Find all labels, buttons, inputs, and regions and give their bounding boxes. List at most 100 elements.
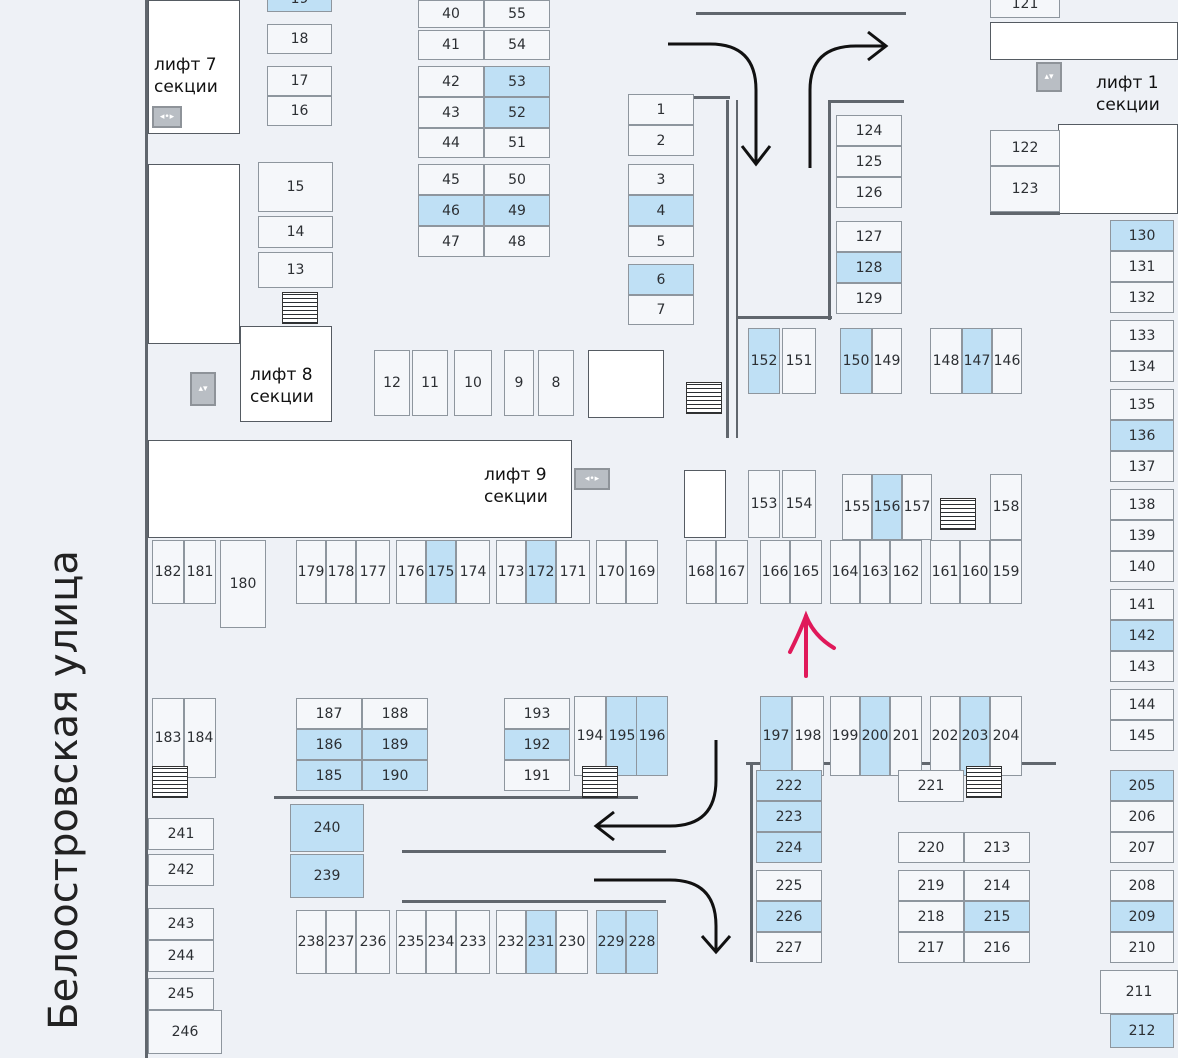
parking-spot-160[interactable]: 160 [960, 540, 990, 604]
parking-spot-41[interactable]: 41 [418, 30, 484, 60]
parking-spot-144[interactable]: 144 [1110, 689, 1174, 720]
parking-spot-18[interactable]: 18 [267, 24, 332, 54]
parking-spot-167[interactable]: 167 [716, 540, 748, 604]
parking-spot-123[interactable]: 123 [990, 166, 1060, 212]
parking-spot-218[interactable]: 218 [898, 901, 964, 932]
parking-spot-40[interactable]: 40 [418, 0, 484, 28]
parking-spot-146[interactable]: 146 [992, 328, 1022, 394]
parking-spot-8[interactable]: 8 [538, 350, 574, 416]
parking-spot-228[interactable]: 228 [626, 910, 658, 974]
parking-spot-216[interactable]: 216 [964, 932, 1030, 963]
parking-spot-233[interactable]: 233 [456, 910, 490, 974]
parking-spot-145[interactable]: 145 [1110, 720, 1174, 751]
parking-spot-241[interactable]: 241 [148, 818, 214, 850]
parking-spot-147[interactable]: 147 [962, 328, 992, 394]
parking-spot-213[interactable]: 213 [964, 832, 1030, 863]
parking-spot-215[interactable]: 215 [964, 901, 1030, 932]
parking-spot-201[interactable]: 201 [890, 696, 922, 776]
parking-spot-151[interactable]: 151 [782, 328, 816, 394]
parking-spot-238[interactable]: 238 [296, 910, 326, 974]
parking-spot-10[interactable]: 10 [454, 350, 492, 416]
parking-spot-189[interactable]: 189 [362, 729, 428, 760]
parking-spot-180[interactable]: 180 [220, 540, 266, 628]
parking-spot-200[interactable]: 200 [860, 696, 890, 776]
parking-spot-203[interactable]: 203 [960, 696, 990, 776]
parking-spot-153[interactable]: 153 [748, 470, 780, 538]
parking-spot-3[interactable]: 3 [628, 164, 694, 195]
parking-spot-236[interactable]: 236 [356, 910, 390, 974]
parking-spot-1[interactable]: 1 [628, 94, 694, 125]
parking-spot-9[interactable]: 9 [504, 350, 534, 416]
parking-spot-129[interactable]: 129 [836, 283, 902, 314]
parking-spot-124[interactable]: 124 [836, 115, 902, 146]
parking-spot-195[interactable]: 195 [606, 696, 638, 776]
parking-spot-204[interactable]: 204 [990, 696, 1022, 776]
parking-spot-134[interactable]: 134 [1110, 351, 1174, 382]
parking-spot-193[interactable]: 193 [504, 698, 570, 729]
parking-spot-245[interactable]: 245 [148, 978, 214, 1010]
parking-spot-140[interactable]: 140 [1110, 551, 1174, 582]
parking-spot-179[interactable]: 179 [296, 540, 326, 604]
parking-spot-6[interactable]: 6 [628, 264, 694, 295]
parking-spot-170[interactable]: 170 [596, 540, 626, 604]
parking-spot-175[interactable]: 175 [426, 540, 456, 604]
parking-spot-177[interactable]: 177 [356, 540, 390, 604]
parking-spot-192[interactable]: 192 [504, 729, 570, 760]
parking-spot-139[interactable]: 139 [1110, 520, 1174, 551]
parking-spot-5[interactable]: 5 [628, 226, 694, 257]
parking-spot-211[interactable]: 211 [1100, 970, 1178, 1014]
parking-spot-226[interactable]: 226 [756, 901, 822, 932]
parking-spot-16[interactable]: 16 [267, 96, 332, 126]
parking-spot-121[interactable]: 121 [990, 0, 1060, 18]
parking-spot-149[interactable]: 149 [872, 328, 902, 394]
parking-spot-224[interactable]: 224 [756, 832, 822, 863]
parking-spot-137[interactable]: 137 [1110, 451, 1174, 482]
parking-spot-126[interactable]: 126 [836, 177, 902, 208]
parking-spot-165[interactable]: 165 [790, 540, 822, 604]
parking-spot-46[interactable]: 46 [418, 195, 484, 226]
parking-spot-161[interactable]: 161 [930, 540, 960, 604]
parking-spot-14[interactable]: 14 [258, 216, 333, 248]
parking-spot-156[interactable]: 156 [872, 474, 902, 540]
parking-spot-197[interactable]: 197 [760, 696, 792, 776]
parking-spot-186[interactable]: 186 [296, 729, 362, 760]
parking-spot-209[interactable]: 209 [1110, 901, 1174, 932]
parking-spot-231[interactable]: 231 [526, 910, 556, 974]
parking-spot-221[interactable]: 221 [898, 770, 964, 802]
parking-spot-17[interactable]: 17 [267, 66, 332, 96]
parking-spot-152[interactable]: 152 [748, 328, 780, 394]
parking-spot-246[interactable]: 246 [148, 1010, 222, 1054]
parking-spot-157[interactable]: 157 [902, 474, 932, 540]
parking-spot-230[interactable]: 230 [556, 910, 588, 974]
parking-spot-174[interactable]: 174 [456, 540, 490, 604]
parking-spot-199[interactable]: 199 [830, 696, 860, 776]
parking-spot-168[interactable]: 168 [686, 540, 716, 604]
parking-spot-7[interactable]: 7 [628, 295, 694, 325]
parking-spot-55[interactable]: 55 [484, 0, 550, 28]
parking-spot-234[interactable]: 234 [426, 910, 456, 974]
parking-spot-225[interactable]: 225 [756, 870, 822, 901]
parking-spot-205[interactable]: 205 [1110, 770, 1174, 801]
parking-spot-127[interactable]: 127 [836, 221, 902, 252]
parking-spot-159[interactable]: 159 [990, 540, 1022, 604]
parking-spot-162[interactable]: 162 [890, 540, 922, 604]
parking-spot-242[interactable]: 242 [148, 854, 214, 886]
parking-spot-243[interactable]: 243 [148, 908, 214, 940]
parking-spot-223[interactable]: 223 [756, 801, 822, 832]
parking-spot-237[interactable]: 237 [326, 910, 356, 974]
parking-spot-232[interactable]: 232 [496, 910, 526, 974]
parking-spot-122[interactable]: 122 [990, 130, 1060, 166]
parking-spot-176[interactable]: 176 [396, 540, 426, 604]
parking-spot-169[interactable]: 169 [626, 540, 658, 604]
parking-spot-190[interactable]: 190 [362, 760, 428, 791]
parking-spot-187[interactable]: 187 [296, 698, 362, 729]
parking-spot-219[interactable]: 219 [898, 870, 964, 901]
parking-spot-164[interactable]: 164 [830, 540, 860, 604]
parking-spot-206[interactable]: 206 [1110, 801, 1174, 832]
parking-spot-222[interactable]: 222 [756, 770, 822, 801]
parking-spot-12[interactable]: 12 [374, 350, 410, 416]
parking-spot-217[interactable]: 217 [898, 932, 964, 963]
parking-spot-184[interactable]: 184 [184, 698, 216, 778]
parking-spot-158[interactable]: 158 [990, 474, 1022, 540]
parking-spot-220[interactable]: 220 [898, 832, 964, 863]
